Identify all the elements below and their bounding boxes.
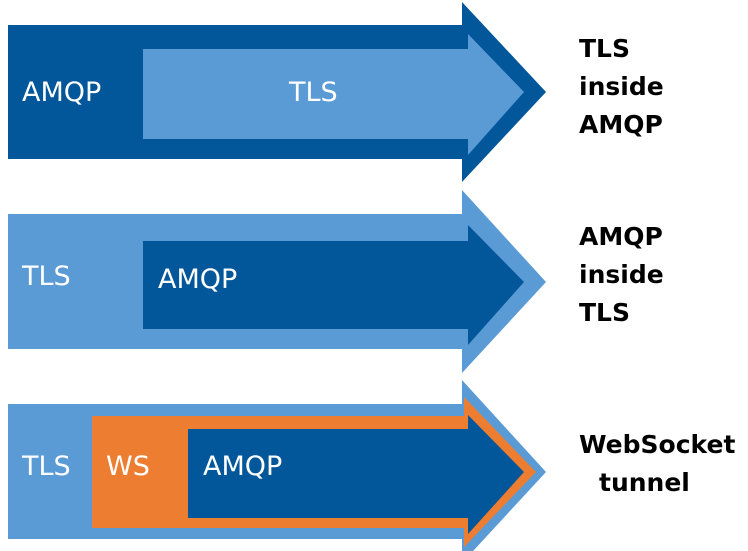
row-2-amqp-inside-tls: TLS AMQP <box>8 190 546 373</box>
caption-line: AMQP <box>579 222 663 251</box>
row-3-middle-label: WS <box>106 451 150 482</box>
row-2-inner-arrow <box>143 225 524 345</box>
row-1-tls-inside-amqp: AMQP TLS <box>8 2 546 182</box>
caption-line: TLS <box>579 298 630 327</box>
row-1-caption: TLS inside AMQP <box>579 30 664 144</box>
row-1-outer-label: AMQP <box>22 77 101 108</box>
caption-line: TLS <box>579 34 630 63</box>
row-2-outer-label: TLS <box>21 261 71 292</box>
row-3-websocket-tunnel: TLS WS AMQP <box>8 380 546 551</box>
row-3-inner-arrow <box>188 415 524 534</box>
caption-line: tunnel <box>599 468 690 497</box>
caption-line: inside <box>579 260 664 289</box>
row-3-outer-label: TLS <box>21 451 71 482</box>
row-1-inner-label: TLS <box>288 77 338 108</box>
row-3-caption: WebSocket tunnel <box>579 426 735 502</box>
caption-line: WebSocket <box>579 430 736 459</box>
row-3-inner-label: AMQP <box>203 451 282 482</box>
row-2-caption: AMQP inside TLS <box>579 218 664 332</box>
caption-line: AMQP <box>579 110 663 139</box>
row-2-inner-label: AMQP <box>158 264 237 295</box>
caption-line: inside <box>579 72 664 101</box>
row-1-inner-arrow <box>143 34 524 155</box>
